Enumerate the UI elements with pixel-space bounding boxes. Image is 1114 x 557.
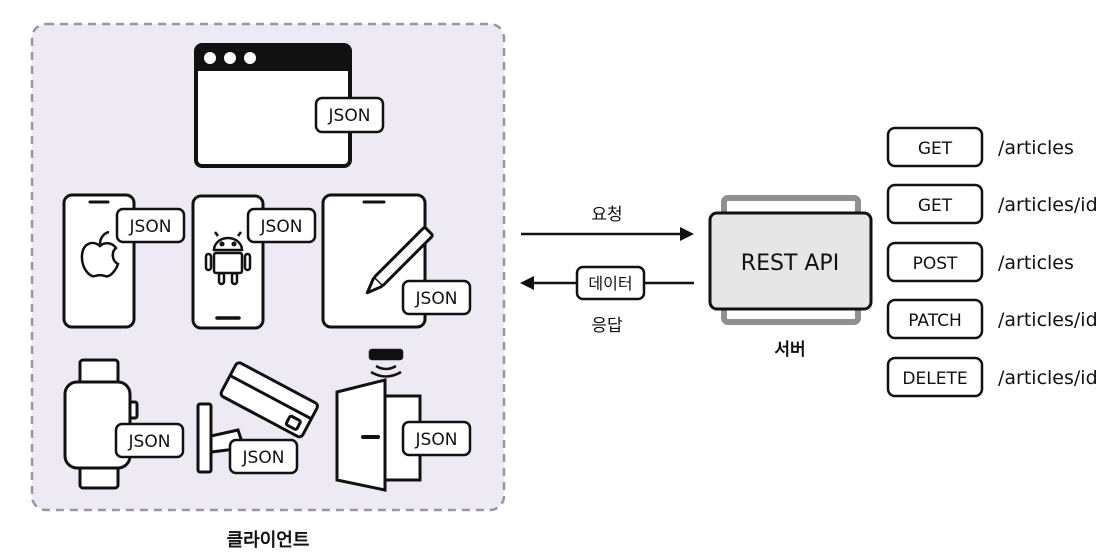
endpoint-method: GET [918,196,953,216]
json-badge-tablet-text: JSON [415,289,458,309]
json-badge-door-text: JSON [415,430,458,450]
data-badge: 데이터 [575,265,646,301]
json-badge-iphone: JSON [115,207,186,244]
endpoint-method: POST [913,254,958,274]
apple-logo-icon [80,230,120,278]
request-arrow [521,227,694,241]
endpoint-method: DELETE [902,369,967,389]
endpoint-row: POST /articles [886,241,1074,283]
endpoint-path: /articles [998,252,1074,274]
endpoint-row: GET /articles [886,126,1074,168]
endpoint-path: /articles/id [998,367,1098,389]
security-camera-icon [196,361,319,474]
data-badge-text: 데이터 [588,274,632,293]
request-label: 요청 [591,205,622,225]
json-badge-watch-text: JSON [128,432,171,452]
json-badge-iphone-text: JSON [129,217,172,237]
smart-door-icon [335,378,422,492]
server-title: REST API [741,251,839,276]
endpoint-path: /articles/id [998,309,1098,331]
json-badge-android: JSON [246,207,317,244]
json-badge-door: JSON [401,420,472,457]
json-badge-browser: JSON [314,96,385,134]
json-badge-android-text: JSON [260,217,303,237]
json-badge-browser-text: JSON [328,106,371,126]
json-badge-tablet: JSON [401,279,472,316]
wireless-sensor-icon [368,348,404,378]
pen-icon [365,226,434,295]
endpoint-row: GET /articles/id [886,183,1098,225]
android-phone-icon [191,194,265,330]
endpoint-path: /articles [998,137,1074,159]
client-label: 클라이언트 [227,530,310,551]
tablet-icon [321,193,427,329]
android-robot-icon [204,231,252,286]
endpoint-row: DELETE /articles/id [886,356,1098,398]
endpoint-method: PATCH [908,311,962,331]
server-box [708,195,873,325]
response-arrow [520,276,694,290]
smart-watch-icon [63,358,139,490]
endpoint-method: GET [918,139,953,159]
json-badge-watch: JSON [114,422,185,459]
server-label: 서버 [774,340,805,360]
endpoint-row: PATCH /articles/id [886,298,1098,340]
response-label: 응답 [591,316,623,336]
endpoint-path: /articles/id [998,194,1098,216]
json-badge-camera: JSON [228,438,299,475]
json-badge-camera-text: JSON [242,448,285,468]
